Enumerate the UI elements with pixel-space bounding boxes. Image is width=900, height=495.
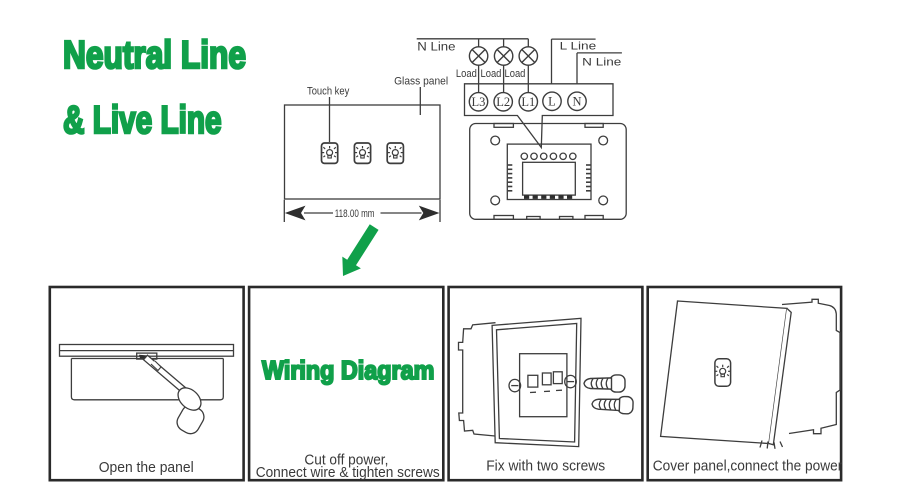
svg-text:Load: Load <box>456 68 477 80</box>
svg-text:Cut off power,: Cut off power, <box>304 453 388 469</box>
svg-text:Cover panel,connect the power: Cover panel,connect the power <box>653 458 843 474</box>
svg-text:L3: L3 <box>472 95 486 109</box>
svg-text:Touch key: Touch key <box>307 85 350 97</box>
svg-text:N Line: N Line <box>417 40 455 54</box>
svg-text:L: L <box>548 95 556 109</box>
svg-text:N: N <box>572 95 581 109</box>
svg-text:N Line: N Line <box>582 56 621 68</box>
svg-text:Open the panel: Open the panel <box>99 460 194 476</box>
svg-text:Fix with two screws: Fix with two screws <box>486 458 605 474</box>
svg-text:Load: Load <box>481 68 502 80</box>
svg-text:Connect wire & tighten screws: Connect wire & tighten screws <box>256 465 440 481</box>
svg-text:L2: L2 <box>496 95 510 109</box>
svg-text:Glass panel: Glass panel <box>394 75 448 87</box>
svg-text:Load: Load <box>505 68 526 80</box>
svg-text:L1: L1 <box>521 95 535 109</box>
svg-text:118.00 mm: 118.00 mm <box>335 208 375 220</box>
svg-text:L Line: L Line <box>560 40 597 52</box>
